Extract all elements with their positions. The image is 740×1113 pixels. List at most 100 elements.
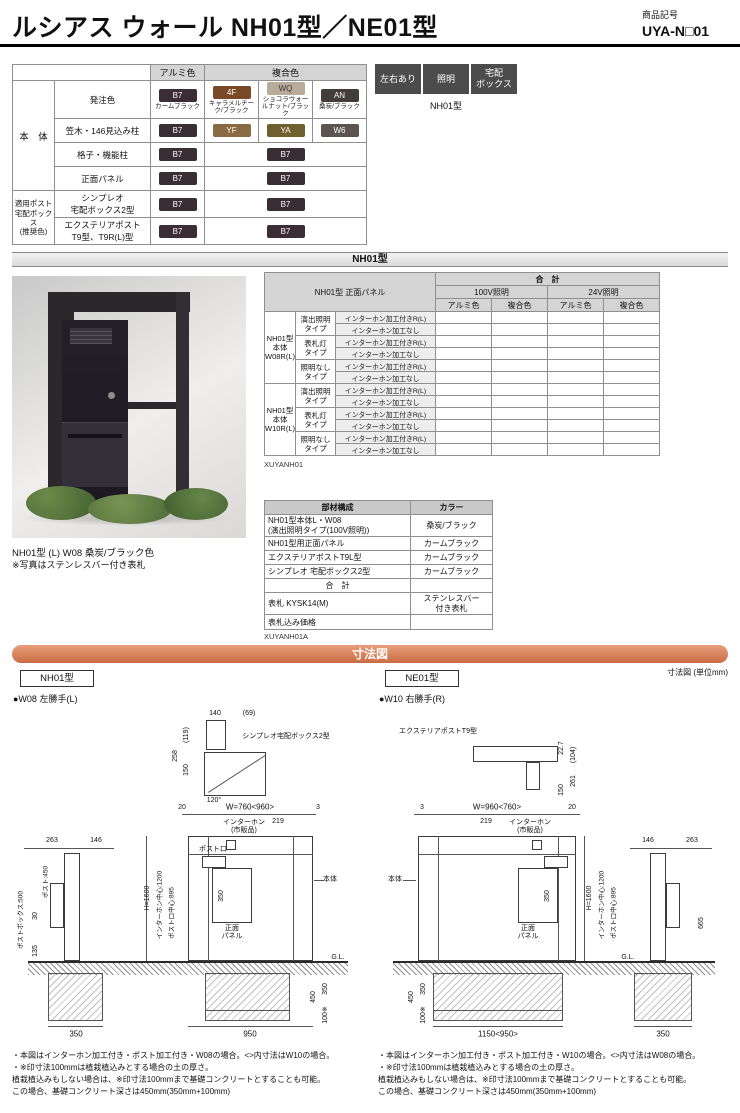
- parts-table: 部材構成 カラー NH01型本体L・W08 (演出照明タイプ(100V照明)) …: [264, 500, 493, 631]
- parts-cell-part: NH01型用正面パネル: [264, 536, 411, 552]
- detail-post-bracket: [526, 762, 540, 790]
- parts-cell-part: 表札 KYSK14(M): [264, 592, 411, 616]
- table-code: XUYANH01: [264, 460, 304, 469]
- foundation-hatch: [433, 973, 563, 1021]
- color-swatch-wq: WQ: [266, 82, 305, 95]
- price-head-total: 合 計: [435, 272, 661, 286]
- swatch-cell: AN 桑炭/ブラック: [312, 79, 367, 120]
- color-swatch-b7: B7: [158, 197, 197, 211]
- dim-found-100: 100※: [321, 1006, 329, 1024]
- color-spec-table: アルミ色 複合色 本 体 発注色 B7 カームブラック 4F キャラメルチーク/…: [12, 64, 367, 246]
- label-interphone: インターホン (市販品): [509, 818, 551, 834]
- dim-side-146: 146: [90, 836, 102, 844]
- price-cell: [603, 323, 661, 336]
- price-cell: [435, 443, 493, 456]
- side-view-outline: [64, 853, 80, 961]
- dim-width-main: W=960<760>: [472, 802, 522, 812]
- swatch-cell: B7 カームブラック: [150, 79, 205, 120]
- row-group-post: 適用ポスト 宅配ボックス (推奨色): [12, 190, 55, 246]
- dim-post-center: ポスト口中心:895: [610, 887, 618, 939]
- parts-head-part: 部材構成: [264, 500, 411, 515]
- color-swatch-b7: B7: [158, 148, 197, 162]
- parts-cell-part: NH01型本体L・W08 (演出照明タイプ(100V照明)): [264, 513, 411, 538]
- price-cell: [603, 407, 661, 420]
- parts-cell-total: 合 計: [264, 578, 411, 594]
- price-cell: [547, 311, 605, 324]
- swatch-cell: B7: [150, 142, 205, 168]
- price-cell: [491, 383, 549, 396]
- price-cell: [435, 383, 493, 396]
- price-cell: [603, 335, 661, 348]
- color-swatch-b7: B7: [266, 148, 305, 162]
- price-cell: [491, 311, 549, 324]
- row-label-front-panel: 正面パネル: [54, 166, 151, 192]
- ground-hatch: [393, 961, 715, 975]
- dim-side-135: 135: [31, 945, 39, 957]
- parts-cell-color: [410, 614, 493, 631]
- price-option-label: インターホン加工付きR(L): [335, 383, 437, 396]
- col-header-alumi: アルミ色: [150, 64, 205, 81]
- parts-cell-color: ステンレスバー 付き表札: [410, 592, 493, 616]
- swatch-cell: B7: [204, 190, 367, 219]
- price-type-label: 表札灯 タイプ: [295, 335, 337, 360]
- price-cell: [603, 395, 661, 408]
- dim-found-350: 350: [321, 983, 329, 995]
- price-option-label: インターホン加工付きR(L): [335, 431, 437, 444]
- dim-postbox-500: ポストボックス:500: [17, 891, 25, 949]
- product-code-block: 商品記号 UYA-N□01: [642, 8, 728, 39]
- parts-cell-part: エクステリアポストT9L型: [264, 550, 411, 566]
- price-cell: [547, 419, 605, 432]
- price-cell: [547, 371, 605, 384]
- price-cell: [435, 407, 493, 420]
- photo-right-pillar: [176, 292, 189, 510]
- dim-side-base-350: 350: [656, 1029, 670, 1039]
- photo-caption: NH01型 (L) W08 桑炭/ブラック色: [12, 548, 154, 559]
- price-head-alumi: アルミ色: [435, 298, 493, 312]
- dim-119: (119): [182, 727, 190, 743]
- price-head-24v: 24V照明: [547, 285, 661, 299]
- front-view-line: [188, 854, 313, 855]
- model-box-ne01: NE01型: [385, 670, 459, 687]
- color-swatch-yf: YF: [212, 124, 251, 138]
- post-slot-rect: [544, 856, 568, 868]
- price-cell: [435, 347, 493, 360]
- dim-104: (104): [569, 746, 577, 764]
- price-head-alumi: アルミ色: [547, 298, 605, 312]
- price-cell: [547, 395, 605, 408]
- page-title: ルシアス ウォール NH01型／NE01型: [12, 14, 438, 42]
- swatch-caption: キャラメルチーク/ブラック: [208, 99, 255, 114]
- swatch-cell: WQ ショコラウォールナット/ブラック: [258, 79, 313, 120]
- product-code-label: 商品記号: [642, 10, 679, 20]
- col-header-fukugo: 複合色: [204, 64, 367, 81]
- color-swatch-an: AN: [320, 89, 359, 103]
- front-panel-rect: [212, 868, 252, 923]
- foundation-hatch: [48, 973, 103, 1021]
- label-gl: G.L.: [331, 953, 345, 961]
- color-swatch-4f: 4F: [212, 85, 251, 99]
- dim-69: (69): [242, 709, 256, 717]
- dim-post-450: ポスト:450: [42, 865, 50, 899]
- front-panel-rect: [518, 868, 558, 923]
- feature-badge-light: 照明: [423, 64, 469, 94]
- price-cell: [603, 443, 661, 456]
- color-swatch-b7: B7: [266, 224, 305, 238]
- label-gl: G.L.: [621, 953, 635, 961]
- dim-panel-350: 350: [543, 890, 551, 902]
- model-box-nh01: NH01型: [20, 670, 94, 687]
- note-line: 植栽植込みもしない場合は、※印寸法100mmまで基礎コンクリートとすることも可能…: [378, 1075, 692, 1084]
- price-cell: [491, 335, 549, 348]
- price-cell: [491, 431, 549, 444]
- price-cell: [491, 419, 549, 432]
- color-swatch-b7: B7: [158, 124, 197, 138]
- parts-head-color: カラー: [410, 500, 493, 515]
- row-label-order-color: 発注色: [54, 79, 151, 120]
- swatch-cell: B7: [204, 166, 367, 192]
- swatch-cell: B7: [150, 217, 205, 246]
- drawing-subtitle-w10: ●W10 右勝手(R): [379, 694, 445, 704]
- dim-side-665: 665: [697, 917, 705, 929]
- swatch-caption: カームブラック: [155, 103, 200, 111]
- price-group-w10: NH01型 本体 W10R(L): [263, 383, 297, 456]
- photo-delivery-box: [62, 422, 128, 487]
- price-type-label: 照明なし タイプ: [295, 359, 337, 384]
